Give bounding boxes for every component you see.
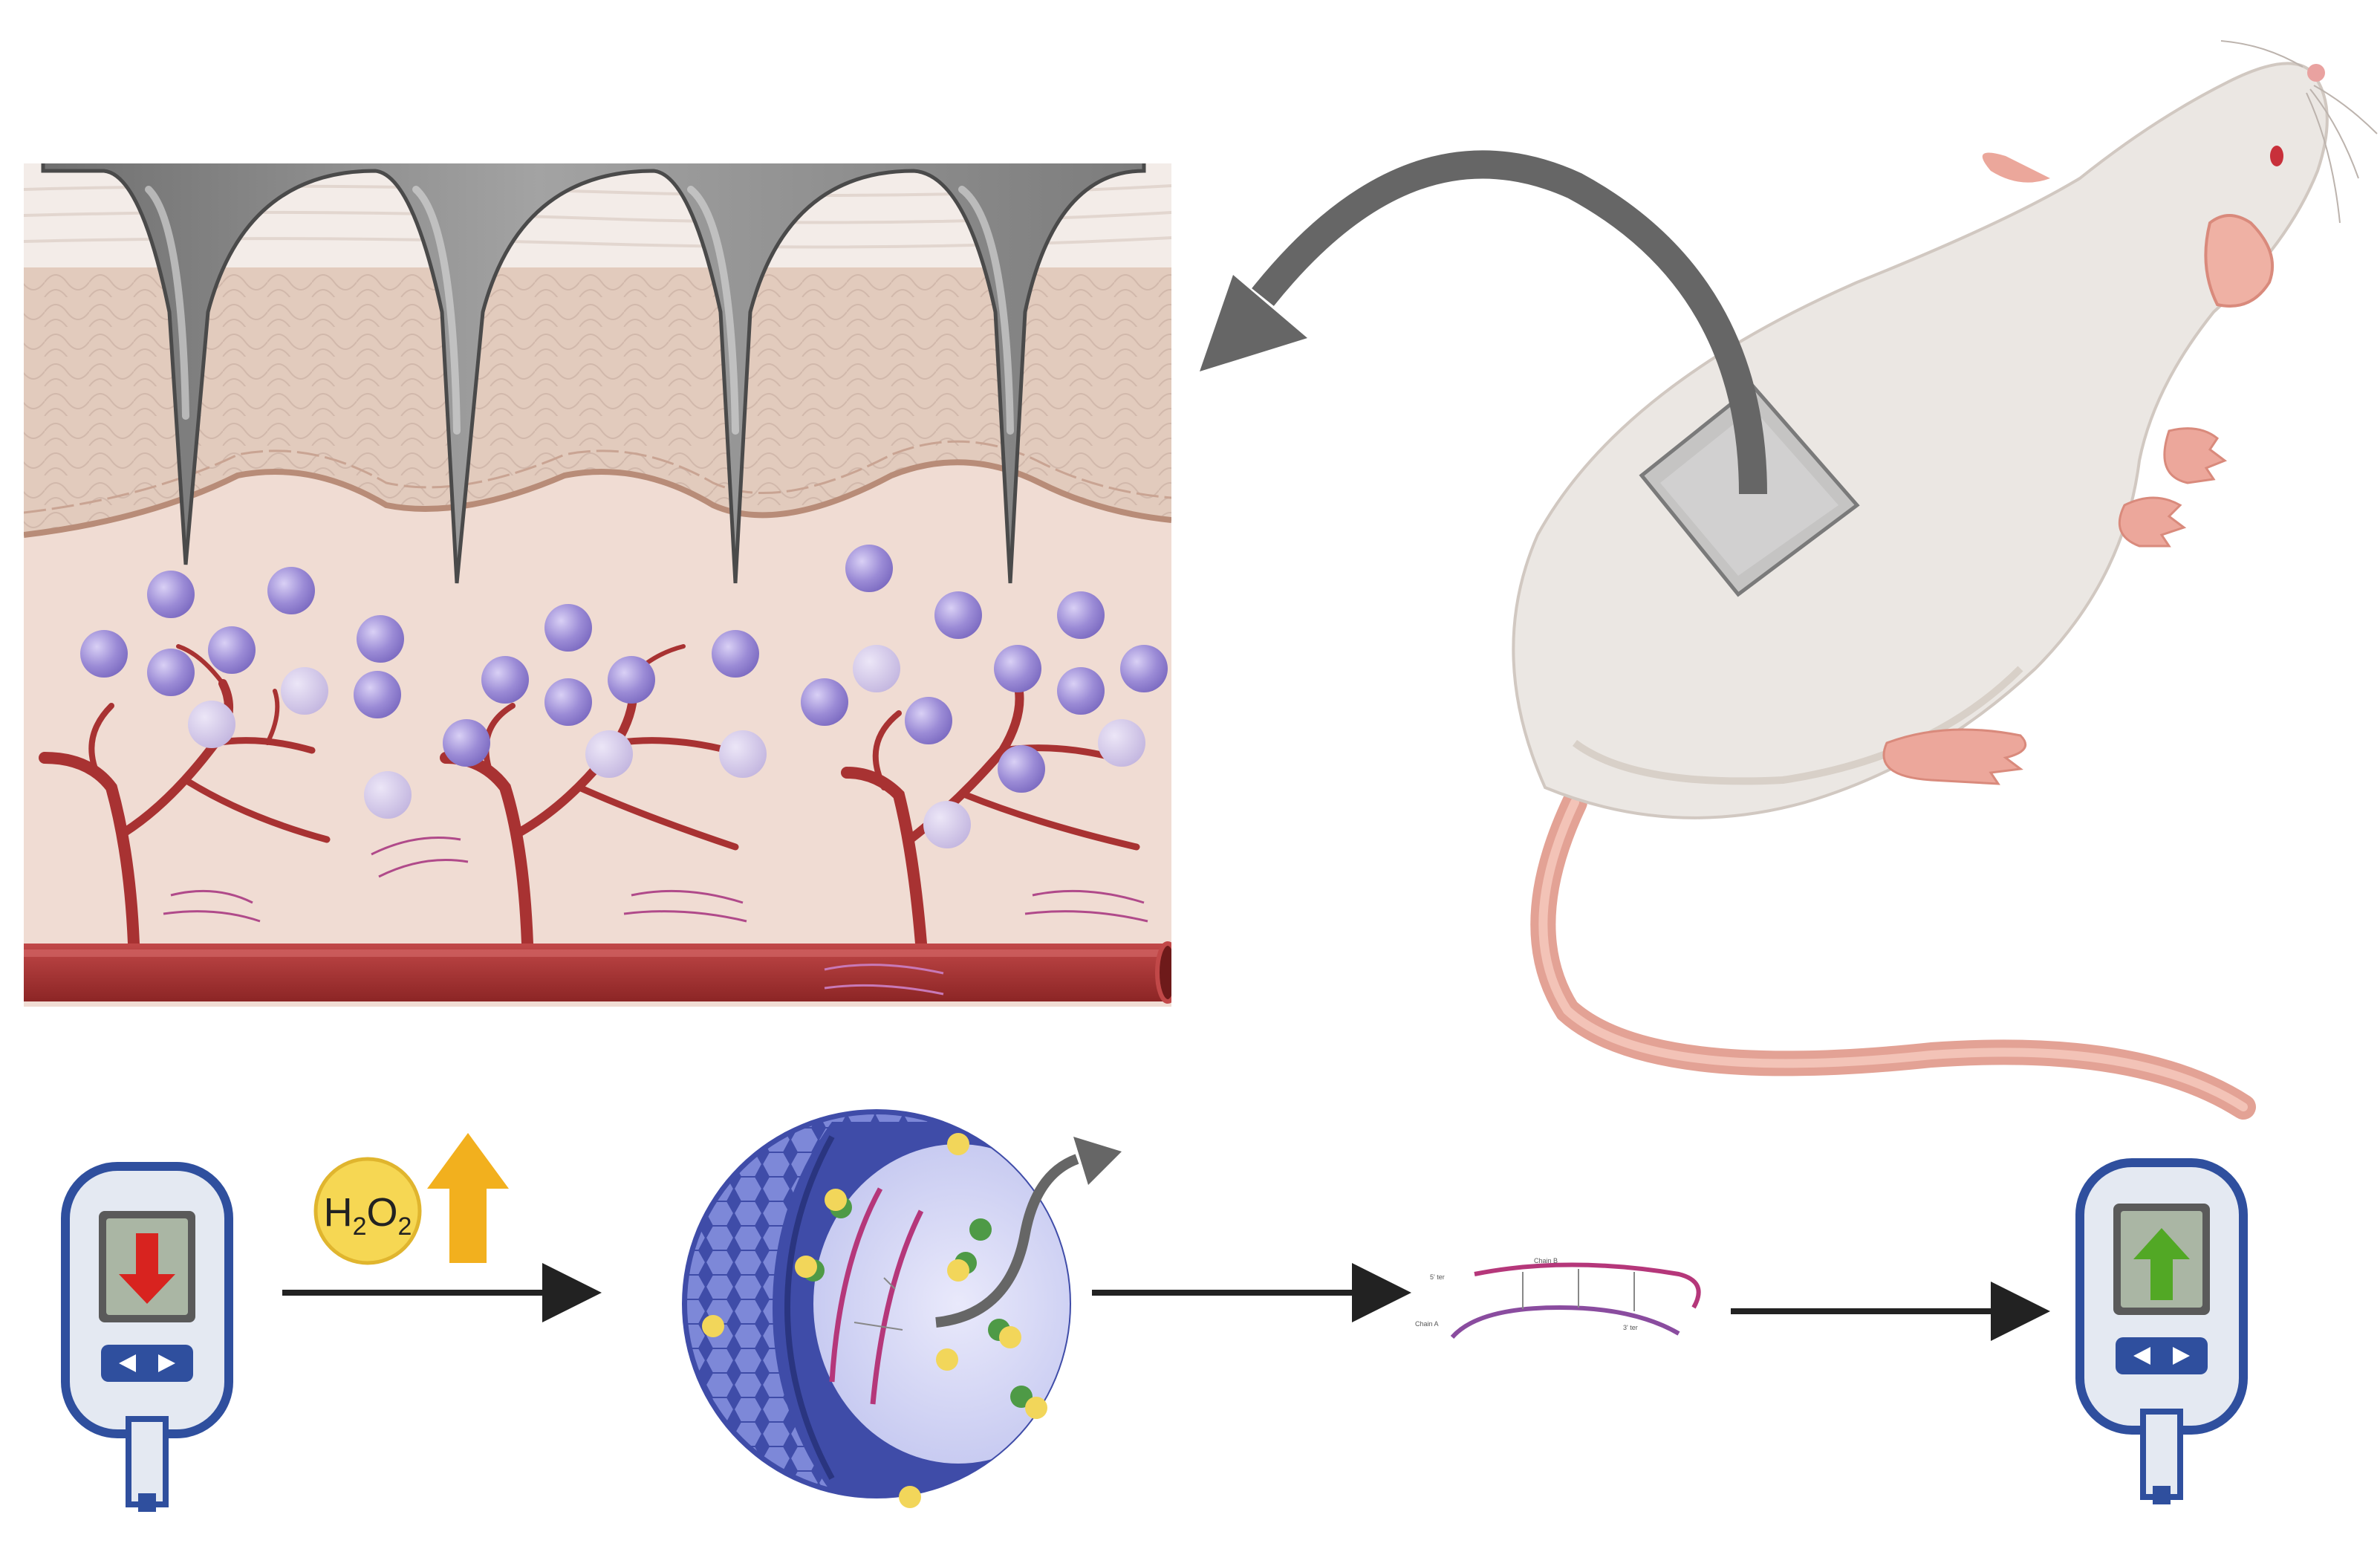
flow-arrow-3: [1731, 1282, 2050, 1341]
release-arrow: [935, 1154, 1079, 1328]
inner-dna: [829, 1187, 924, 1405]
nanoparticles: [80, 545, 1168, 848]
h2o2-sub2: 2: [398, 1212, 412, 1241]
down-arrow-icon: [119, 1233, 175, 1304]
dna-duplex-icon: Chain B Chain A 5' ter 3' ter: [1415, 1257, 1701, 1339]
up-arrow-icon: [427, 1133, 509, 1263]
skin-cross-section: [24, 163, 1171, 1007]
dna-label-left: 5' ter: [1430, 1273, 1445, 1281]
h2o2-bubble: [313, 1157, 422, 1265]
h2o2-o: O: [366, 1190, 397, 1235]
h2o2-h: H: [324, 1190, 353, 1235]
microneedle-array: [41, 163, 1146, 584]
dna-label-chain-b: Chain B: [1534, 1257, 1558, 1264]
rat-ear: [2204, 214, 2275, 308]
glucometer-low-icon: [61, 1162, 233, 1512]
up-arrow-green-icon: [2133, 1228, 2190, 1300]
svg-text:H2O2: H2O2: [324, 1190, 412, 1241]
dna-label-chain-a: Chain A: [1415, 1320, 1439, 1328]
h2o2-indicator: H2O2: [313, 1133, 509, 1265]
zoom-arrow: [1200, 150, 1767, 495]
capillary-1: [39, 644, 331, 949]
flow-arrow-2: [1092, 1263, 1411, 1322]
glucometer-high-icon: [2075, 1158, 2248, 1504]
rat-icon: [1512, 40, 2378, 1120]
h2o2-sub1: 2: [353, 1212, 367, 1241]
cargo-particles: [702, 1133, 1047, 1508]
dna-label-right: 3' ter: [1623, 1324, 1638, 1331]
rat-eye: [2270, 146, 2283, 166]
flow-arrow-1: [282, 1263, 602, 1322]
blood-vessel: [24, 941, 1171, 1004]
dermis-dna-markers: [163, 837, 1148, 923]
vesicle-icon: [682, 1109, 1122, 1508]
